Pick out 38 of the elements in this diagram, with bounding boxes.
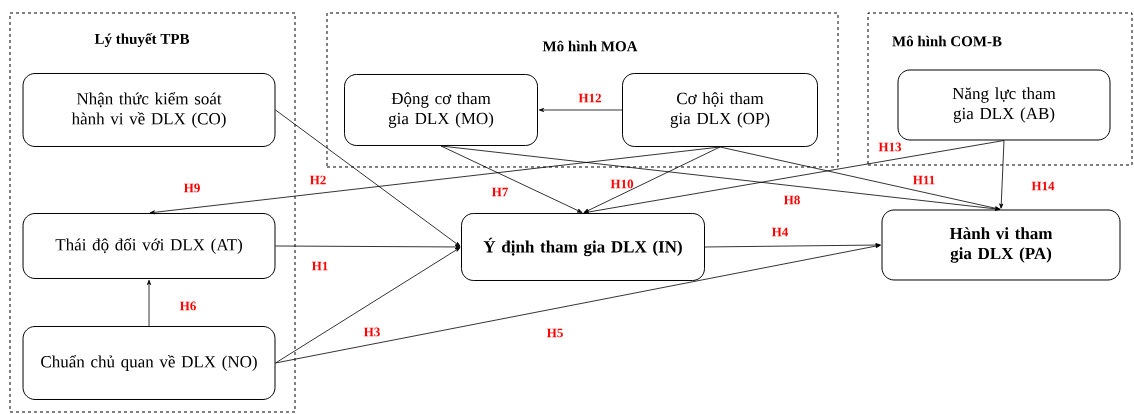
concept-box: Hành vi tham gia DLX (PA) (881, 209, 1121, 281)
arrow (538, 107, 623, 112)
edge-label: H2 (309, 175, 326, 185)
group-title: Lý thuyết TPB (94, 32, 190, 48)
edge-label: H8 (783, 195, 800, 205)
arrow (147, 279, 152, 327)
edge-label: H6 (179, 301, 196, 311)
concept-box: Nhận thức kiểm soát hành vi về DLX (CO) (22, 73, 276, 147)
concept-box: Năng lực tham gia DLX (AB) (897, 69, 1111, 141)
arrow (275, 244, 881, 364)
arrow (440, 145, 1001, 211)
arrow (275, 244, 461, 249)
arrow (583, 146, 721, 213)
concept-box: Động cơ tham gia DLX (MO) (344, 74, 538, 146)
edge-label: H11 (913, 175, 935, 185)
edge-label: H7 (491, 187, 508, 197)
edge-label: H13 (878, 142, 902, 152)
arrow (999, 140, 1005, 209)
concept-box: Cơ hội tham gia DLX (OP) (622, 73, 818, 147)
arrow (704, 243, 881, 248)
arrow (719, 146, 1001, 211)
concept-box: Chuẩn chủ quan về DLX (NO) (22, 326, 276, 400)
arrow (275, 109, 461, 247)
group-title: Mô hình COM-B (892, 35, 1002, 47)
edge-label: H9 (183, 183, 200, 193)
concept-box: Ý định tham gia DLX (IN) (461, 213, 705, 281)
concept-box: Thái độ đối với DLX (AT) (22, 213, 276, 279)
arrow (275, 247, 461, 364)
group-title: Mô hình MOA (542, 40, 638, 52)
edge-label: H4 (771, 227, 789, 237)
edge-label: H5 (546, 328, 563, 338)
edge-label: H12 (578, 93, 601, 103)
edge-label: H10 (610, 179, 634, 189)
edge-label: H14 (1031, 181, 1055, 191)
arrow (583, 140, 1005, 214)
arrow (440, 145, 583, 213)
edge-label: H3 (363, 327, 380, 337)
edge-label: H1 (311, 261, 328, 271)
